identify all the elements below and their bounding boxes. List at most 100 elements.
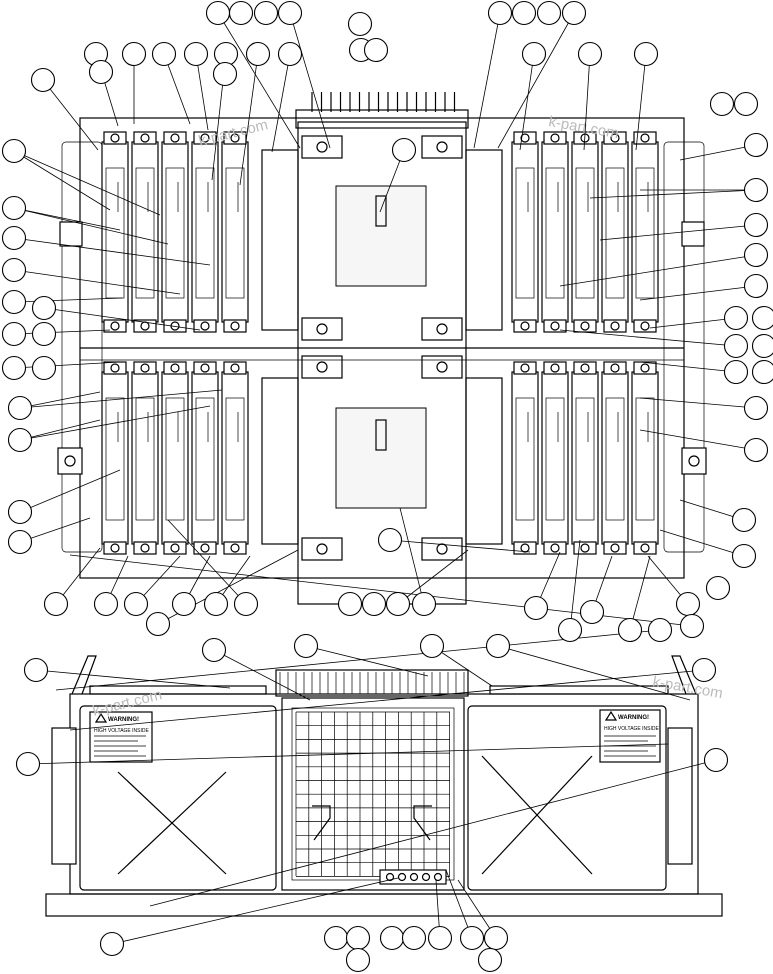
leader-line bbox=[13, 150, 161, 216]
module-inner-panel bbox=[165, 397, 185, 521]
terminal-block bbox=[223, 319, 247, 333]
left-panel-x2 bbox=[117, 771, 227, 875]
connector-pin bbox=[433, 872, 443, 882]
callout-bubble bbox=[401, 925, 427, 951]
terminal-block bbox=[633, 361, 657, 375]
callout-bubble bbox=[183, 41, 209, 67]
callout-bubble bbox=[743, 273, 769, 299]
terminal-screw bbox=[580, 543, 590, 553]
leader-line bbox=[27, 743, 669, 765]
left-handle bbox=[51, 727, 77, 865]
callout-bubble bbox=[1, 138, 27, 164]
leader-line bbox=[649, 317, 737, 329]
terminal-block bbox=[163, 541, 187, 555]
callout-bubble bbox=[751, 305, 773, 331]
terminal-screw bbox=[610, 363, 620, 373]
module-inner-panel bbox=[225, 167, 245, 299]
terminal-block bbox=[103, 541, 127, 555]
upper-fan-hub bbox=[375, 195, 387, 227]
clamp-bolt bbox=[316, 361, 328, 373]
right-bracket bbox=[663, 141, 705, 553]
callout-bubble bbox=[723, 305, 749, 331]
module-inner-panel bbox=[515, 167, 535, 299]
leader-line bbox=[399, 507, 425, 605]
terminal-screw bbox=[610, 543, 620, 553]
leader-line bbox=[55, 629, 661, 691]
callout-bubble bbox=[723, 333, 749, 359]
front-view: WARNING! HIGH VOLTAGE INSIDE WARNING! HI… bbox=[45, 655, 723, 917]
terminal-screw bbox=[110, 363, 120, 373]
connector-pins bbox=[385, 872, 443, 882]
connector-pin bbox=[409, 872, 419, 882]
terminal-screw bbox=[140, 363, 150, 373]
right-lower-rail bbox=[465, 377, 503, 545]
callout-bubble bbox=[391, 137, 417, 163]
duct-clamp bbox=[301, 135, 343, 159]
terminal-screw bbox=[170, 363, 180, 373]
terminal-screw bbox=[640, 543, 650, 553]
right-cover-panel bbox=[467, 705, 667, 891]
left-mount-hole bbox=[64, 455, 76, 467]
callout-bubble bbox=[253, 0, 279, 26]
terminal-block bbox=[223, 541, 247, 555]
callout-bubble bbox=[277, 41, 303, 67]
callout-bubble bbox=[245, 41, 271, 67]
leader-line bbox=[397, 549, 469, 605]
module-inner-panel bbox=[165, 167, 185, 299]
duct-clamp bbox=[301, 317, 343, 341]
grille-bracket-right bbox=[413, 805, 432, 841]
duct-clamp bbox=[421, 355, 463, 379]
leader-line bbox=[149, 759, 717, 907]
leader-line bbox=[583, 53, 591, 151]
leader-line bbox=[473, 12, 501, 149]
clamp-bolt bbox=[316, 543, 328, 555]
grille-bracket-left bbox=[312, 805, 331, 841]
terminal-screw bbox=[550, 133, 560, 143]
leader-line bbox=[111, 877, 399, 945]
terminal-screw bbox=[110, 321, 120, 331]
module-inner-panel bbox=[635, 167, 655, 299]
callout-bubble bbox=[523, 595, 549, 621]
center-grille bbox=[295, 711, 450, 877]
callout-bubble bbox=[511, 0, 537, 26]
callout-bubble bbox=[337, 591, 363, 617]
terminal-screw bbox=[170, 543, 180, 553]
terminal-block bbox=[223, 131, 247, 145]
heat-sink-base bbox=[295, 109, 469, 129]
clamp-bolt bbox=[436, 543, 448, 555]
callout-bubble bbox=[633, 41, 659, 67]
module-inner-panel bbox=[135, 167, 155, 299]
lower-fan bbox=[335, 407, 427, 509]
left-mount-tab bbox=[57, 447, 83, 475]
module-inner-panel bbox=[105, 397, 125, 521]
callout-bubble bbox=[743, 177, 769, 203]
terminal-block bbox=[603, 361, 627, 375]
callout-bubble bbox=[521, 41, 547, 67]
right-mount-tab bbox=[681, 447, 707, 475]
leader-line bbox=[271, 53, 291, 153]
module-inner-panel bbox=[605, 397, 625, 521]
terminal-screw bbox=[520, 363, 530, 373]
leader-line bbox=[195, 53, 209, 131]
leader-line bbox=[639, 285, 757, 301]
top-mesh bbox=[279, 672, 465, 694]
module-inner-panel bbox=[635, 397, 655, 521]
warning-label-right: WARNING! HIGH VOLTAGE INSIDE bbox=[599, 709, 661, 763]
leader-line bbox=[19, 405, 211, 441]
callout-bubble bbox=[675, 591, 701, 617]
heat-sink-fins bbox=[311, 92, 456, 112]
terminal-screw bbox=[550, 363, 560, 373]
leader-line bbox=[599, 224, 757, 241]
left-bracket bbox=[61, 141, 103, 553]
clamp-bolt bbox=[316, 323, 328, 335]
leader-line bbox=[35, 669, 231, 689]
terminal-block bbox=[103, 131, 127, 145]
callout-bubble bbox=[561, 0, 587, 26]
callout-bubble bbox=[733, 91, 759, 117]
callout-bubble bbox=[743, 212, 769, 238]
leader-line bbox=[42, 79, 99, 151]
front-base-plate bbox=[45, 893, 723, 917]
connector-pin bbox=[421, 872, 431, 882]
warning-label-left: WARNING! HIGH VOLTAGE INSIDE bbox=[89, 711, 153, 763]
